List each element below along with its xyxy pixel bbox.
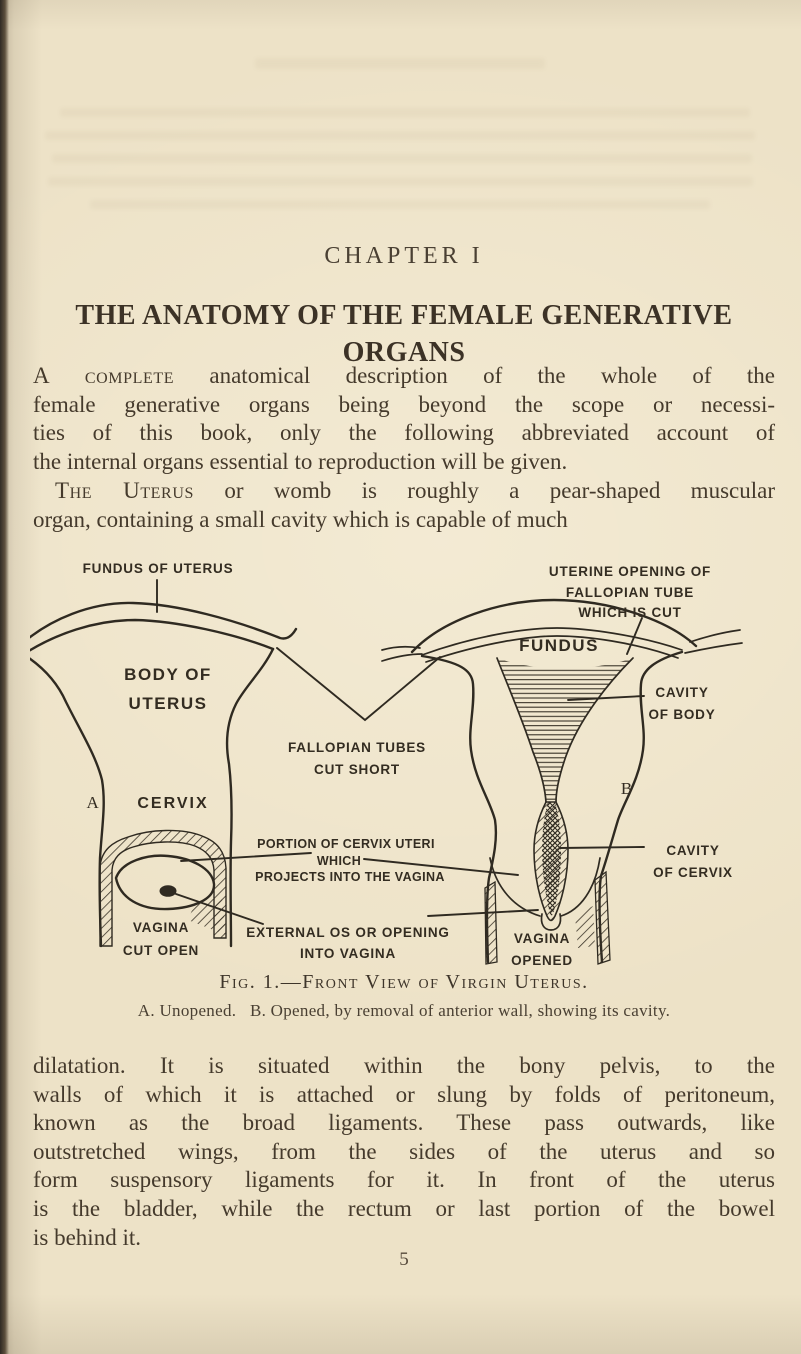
label-uterine-opening-line1: UTERINE OPENING OF — [549, 564, 711, 579]
label-cavity-of-body-line2: OF BODY — [648, 707, 715, 722]
label-portion-line1: PORTION OF CERVIX UTERI — [257, 837, 435, 851]
page-number: 5 — [399, 1249, 409, 1270]
label-vagina-cut-open-line1: VAGINA — [133, 920, 189, 935]
page-title-line1: THE ANATOMY OF THE FEMALE GENERATIVE — [75, 300, 733, 331]
paragraph-2-line1: or womb is roughly a pear-shaped muscula… — [194, 478, 775, 503]
label-fallopian-tubes-line1: FALLOPIAN TUBES — [288, 740, 426, 755]
cavity-of-cervix-hatched — [542, 802, 561, 916]
figure-leader-lines — [156, 579, 645, 925]
label-cervix: CERVIX — [137, 795, 208, 812]
paragraph-1-line3: ties of this book, only the following ab… — [33, 420, 775, 446]
label-cavity-of-cervix-line2: OF CERVIX — [653, 865, 733, 880]
scan-edge-shadow — [0, 0, 9, 1354]
diagram-b-opened-uterus — [381, 598, 743, 965]
paragraph-2-lead: The Uterus — [55, 478, 194, 503]
label-vagina-cut-open-line2: CUT OPEN — [123, 943, 199, 958]
label-vagina-opened-line1: VAGINA — [514, 931, 570, 946]
label-body-of-uterus-line2: UTERUS — [129, 694, 208, 713]
page-title-line2: ORGANS — [342, 337, 466, 368]
label-external-os-line1: EXTERNAL OS OR OPENING — [246, 925, 449, 940]
figure-subcaption: A. Unopened. B. Opened, by removal of an… — [137, 1001, 671, 1020]
label-uterine-opening-line3: WHICH IS CUT — [578, 605, 681, 620]
label-fundus: FUNDUS — [519, 636, 599, 655]
label-fallopian-tubes-line2: CUT SHORT — [314, 762, 400, 777]
vaginal-wall-strip-right — [594, 870, 611, 965]
label-external-os-line2: INTO VAGINA — [300, 946, 396, 961]
label-portion-line2: WHICH — [317, 854, 361, 868]
external-os-dot — [159, 885, 177, 897]
label-fundus-of-uterus: FUNDUS OF UTERUS — [83, 561, 234, 576]
figure-caption: Fig. 1.—Front View of Virgin Uterus. — [219, 971, 589, 993]
paragraph-3-line1: dilatation. It is situated within the bo… — [33, 1053, 775, 1078]
paragraph-1-lead: A complete — [33, 363, 175, 388]
label-marker-b: B — [621, 779, 633, 798]
page-title: THE ANATOMY OF THE FEMALE GENERATIVE ORG… — [33, 297, 775, 371]
label-cavity-of-body-line1: CAVITY — [655, 685, 708, 700]
label-portion-line3: PROJECTS INTO THE VAGINA — [255, 870, 445, 884]
label-uterine-opening-line2: FALLOPIAN TUBE — [566, 585, 694, 600]
cavity-of-body-hatched — [497, 658, 633, 802]
vaginal-wall-strip-left — [484, 880, 498, 965]
label-marker-a: A — [86, 793, 99, 812]
paragraph-2-line2: organ, containing a small cavity which i… — [33, 506, 568, 532]
paragraph-3-line7: is behind it. — [33, 1224, 141, 1250]
paragraph-1-line4: the internal organs essential to reprodu… — [33, 448, 568, 474]
paragraph-1-line2: female generative organs being beyond th… — [33, 391, 775, 417]
label-vagina-opened-line2: OPENED — [511, 953, 573, 968]
paragraph-1: A complete anatomical description of the… — [33, 362, 775, 476]
figure-1-front-view-of-virgin-uterus: FUNDUS OF UTERUS UTERINE OPENING OF FALL… — [30, 561, 743, 968]
paragraph-1-line1: anatomical description of the whole of t… — [174, 363, 775, 388]
paragraph-2: The Uterus or womb is roughly a pear-sha… — [33, 477, 775, 534]
paragraph-3-line5: form suspensory ligaments for it. In fro… — [33, 1167, 775, 1193]
paragraph-3-line4: outstretched wings, from the sides of th… — [33, 1138, 775, 1164]
diagram-a-unopened-uterus — [30, 601, 298, 948]
chapter-heading: CHAPTER I — [324, 243, 484, 269]
paragraph-3-line2: walls of which it is attached or slung b… — [33, 1081, 775, 1107]
paragraph-3-line3: known as the broad ligaments. These pass… — [33, 1110, 775, 1136]
label-cavity-of-cervix-line1: CAVITY — [666, 843, 719, 858]
paragraph-3-line6: is the bladder, while the rectum or last… — [33, 1195, 775, 1221]
paragraph-3: dilatation. It is situated within the bo… — [33, 1052, 775, 1252]
label-body-of-uterus-line1: BODY OF — [124, 665, 212, 684]
vaginal-wall-hatched-band-a — [99, 829, 227, 947]
